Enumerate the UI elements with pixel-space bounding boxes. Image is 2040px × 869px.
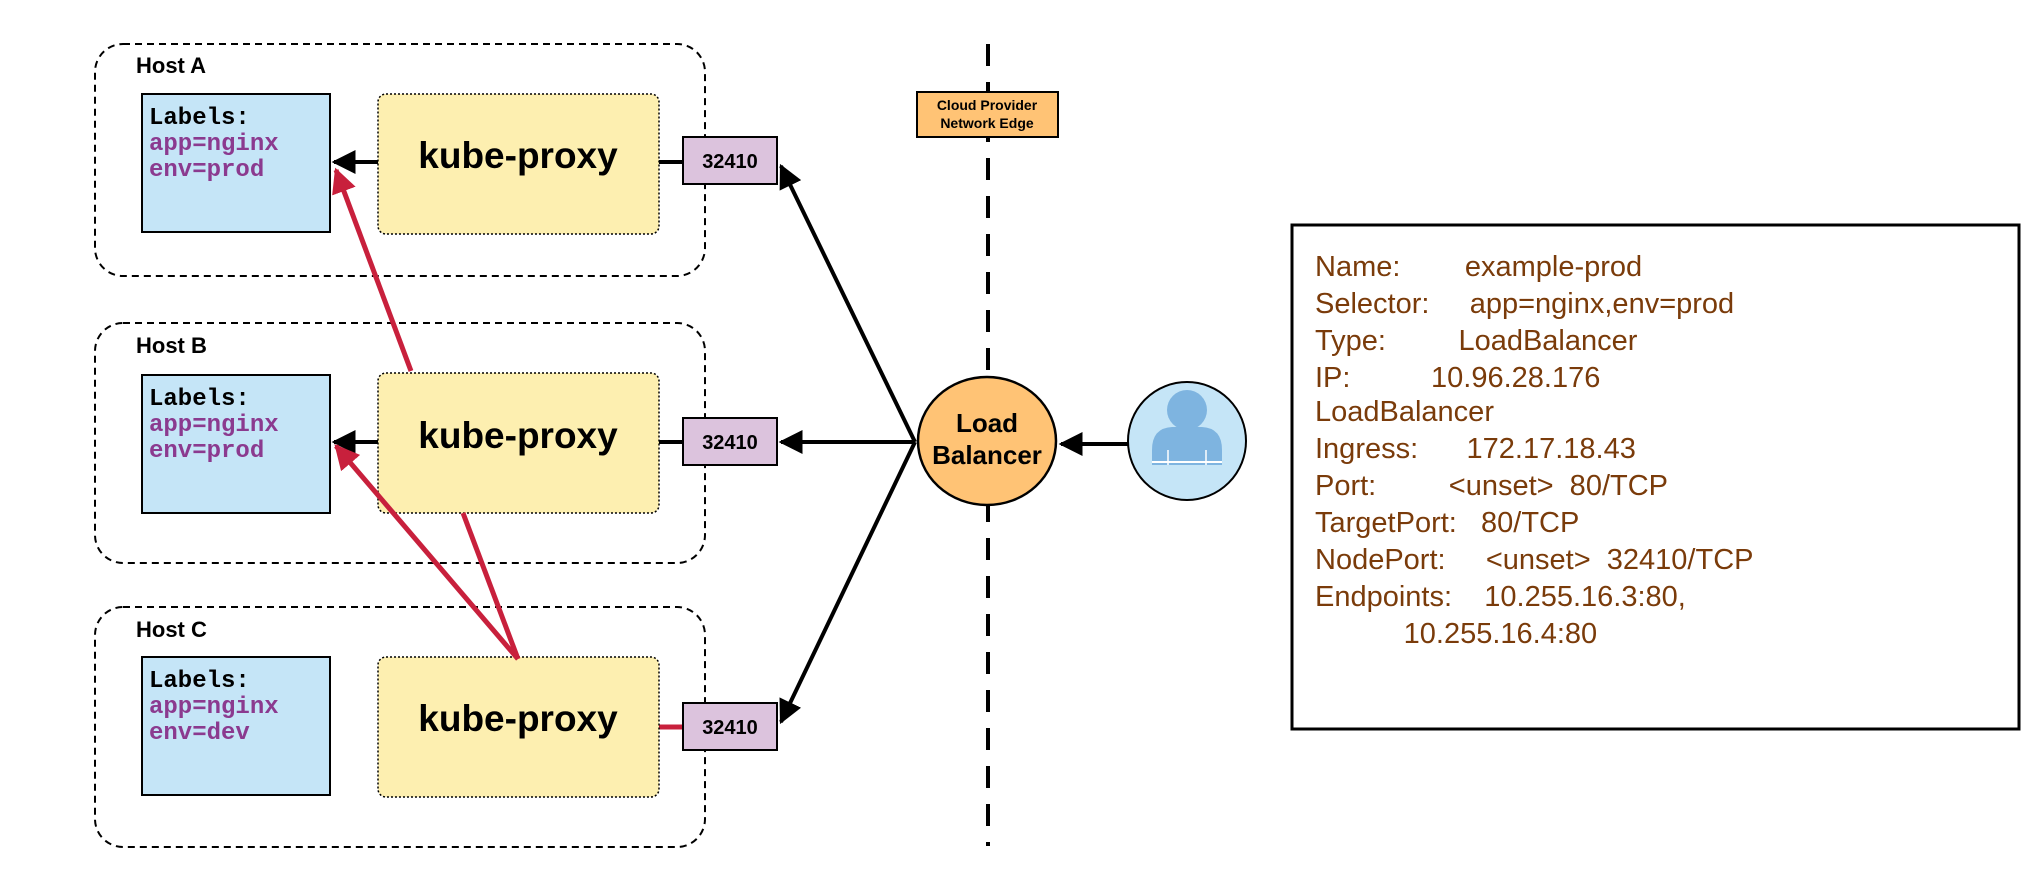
- host-c-labels-box: Labels: app=nginx env=dev: [141, 656, 331, 796]
- info-line: LoadBalancer: [1315, 396, 1494, 428]
- label-app: app=nginx: [149, 131, 279, 158]
- host-b-labels-box: Labels: app=nginx env=prod: [141, 374, 331, 514]
- info-line: 10.255.16.4:80: [1315, 618, 1597, 650]
- nodeport-label: 32410: [702, 151, 758, 173]
- load-balancer-line2: Balancer: [932, 440, 1042, 470]
- service-info-panel: Name: example-prod Selector: app=nginx,e…: [1290, 223, 2021, 731]
- info-line: Ingress: 172.17.18.43: [1315, 433, 1636, 465]
- host-b-nodeport: 32410: [682, 417, 778, 466]
- cloud-provider-line2: Network Edge: [940, 115, 1034, 131]
- user-icon: [1127, 381, 1247, 501]
- label-env: env=prod: [149, 157, 264, 184]
- cloud-provider-badge: Cloud Provider Network Edge: [916, 91, 1059, 138]
- info-line: NodePort: <unset> 32410/TCP: [1315, 544, 1753, 576]
- host-c-nodeport: 32410: [682, 702, 778, 751]
- route-c-proxy-link: [460, 512, 521, 660]
- kube-proxy-label: kube-proxy: [418, 698, 618, 739]
- host-b-kube-proxy: kube-proxy: [377, 372, 660, 514]
- host-c-kube-proxy: kube-proxy: [377, 656, 660, 798]
- load-balancer: Load Balancer: [916, 375, 1058, 507]
- load-balancer-line1: Load: [956, 408, 1018, 438]
- label-env: env=prod: [149, 438, 264, 465]
- lb-to-host-c-arrow: [779, 441, 917, 725]
- label-app: app=nginx: [149, 694, 279, 721]
- nodeport-label: 32410: [702, 717, 758, 739]
- label-app: app=nginx: [149, 412, 279, 439]
- lb-to-host-a-arrow: [779, 163, 917, 443]
- labels-title: Labels:: [149, 386, 250, 413]
- info-line: Name: example-prod: [1315, 251, 1642, 283]
- route-b-to-a-arrow: [332, 167, 414, 372]
- info-line: TargetPort: 80/TCP: [1315, 507, 1579, 539]
- info-line: IP: 10.96.28.176: [1315, 362, 1600, 394]
- host-a-kube-proxy: kube-proxy: [377, 93, 660, 235]
- info-line: Type: LoadBalancer: [1315, 325, 1638, 357]
- labels-title: Labels:: [149, 105, 250, 132]
- cloud-provider-line1: Cloud Provider: [937, 97, 1038, 113]
- host-a-nodeport: 32410: [682, 136, 778, 185]
- info-line: Selector: app=nginx,env=prod: [1315, 288, 1734, 320]
- info-line: Endpoints: 10.255.16.3:80,: [1315, 581, 1686, 613]
- route-c-to-b-arrow: [334, 444, 520, 661]
- info-line: Port: <unset> 80/TCP: [1315, 470, 1667, 502]
- kube-proxy-label: kube-proxy: [418, 415, 618, 456]
- host-a-labels-box: Labels: app=nginx env=prod: [141, 93, 331, 233]
- labels-title: Labels:: [149, 668, 250, 695]
- nodeport-label: 32410: [702, 432, 758, 454]
- service-info-text: Name: example-prod Selector: app=nginx,e…: [1315, 251, 1753, 650]
- kube-proxy-label: kube-proxy: [418, 135, 618, 176]
- label-env: env=dev: [149, 720, 250, 747]
- host-b-title: Host B: [136, 333, 207, 358]
- host-c-title: Host C: [136, 617, 207, 642]
- host-a-title: Host A: [136, 53, 206, 78]
